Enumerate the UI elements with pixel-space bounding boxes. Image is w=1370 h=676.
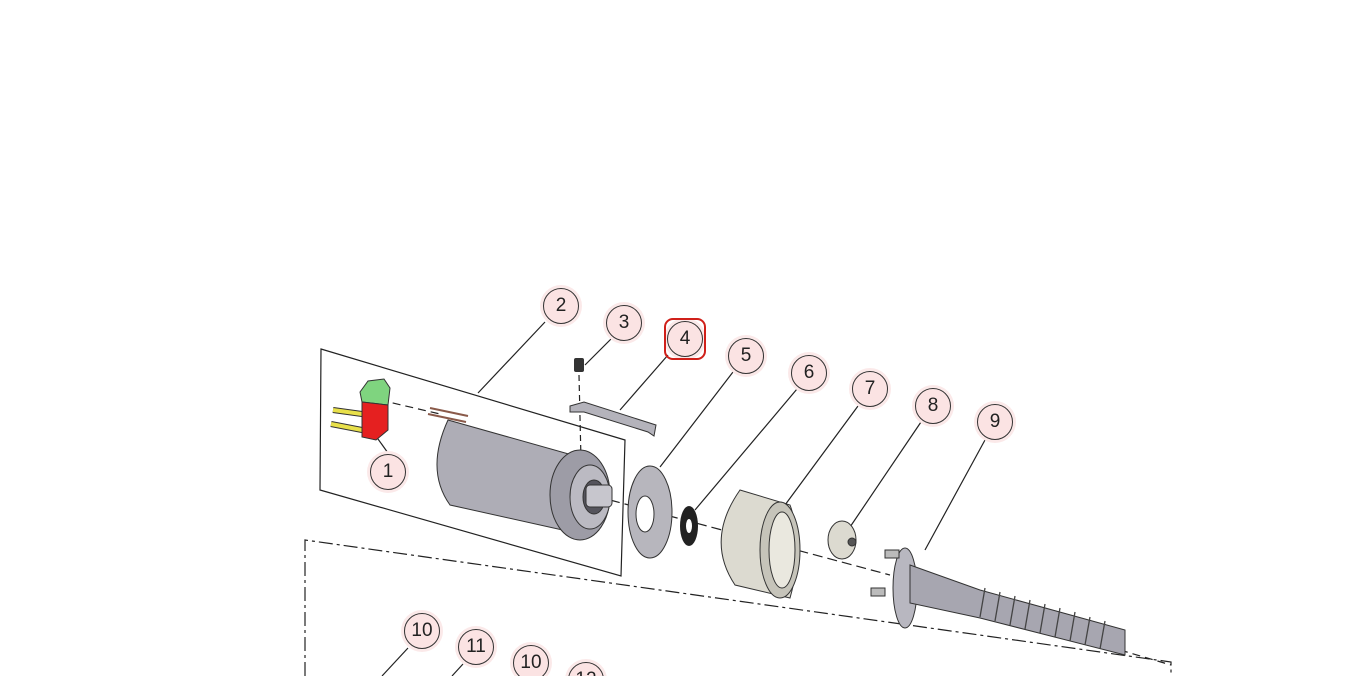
callout-7[interactable]: 7 [852,371,888,407]
part-3-screw [574,358,584,372]
callout-3[interactable]: 3 [606,305,642,341]
callout-11[interactable]: 11 [458,629,494,665]
callout-10[interactable]: 10 [404,613,440,649]
part-8-pinion [827,520,857,560]
part-1-connector [330,378,391,441]
callout-2[interactable]: 2 [543,288,579,324]
part-6-ring [680,506,698,546]
callout-10-second[interactable]: 10 [513,645,549,676]
callout-9[interactable]: 9 [977,404,1013,440]
callout-5[interactable]: 5 [728,338,764,374]
part-7-ring-gear [720,489,801,599]
callout-6[interactable]: 6 [791,355,827,391]
part-4-bracket [569,401,657,437]
part-2-motor [427,407,613,541]
part-5-washer [627,465,673,559]
callout-8[interactable]: 8 [915,388,951,424]
motor-group-frame [319,348,626,577]
callout-4-selected[interactable]: 4 [667,321,703,357]
callout-1[interactable]: 1 [370,454,406,490]
part-9-spindle [870,547,1126,656]
lower-group-frame [304,539,1172,676]
